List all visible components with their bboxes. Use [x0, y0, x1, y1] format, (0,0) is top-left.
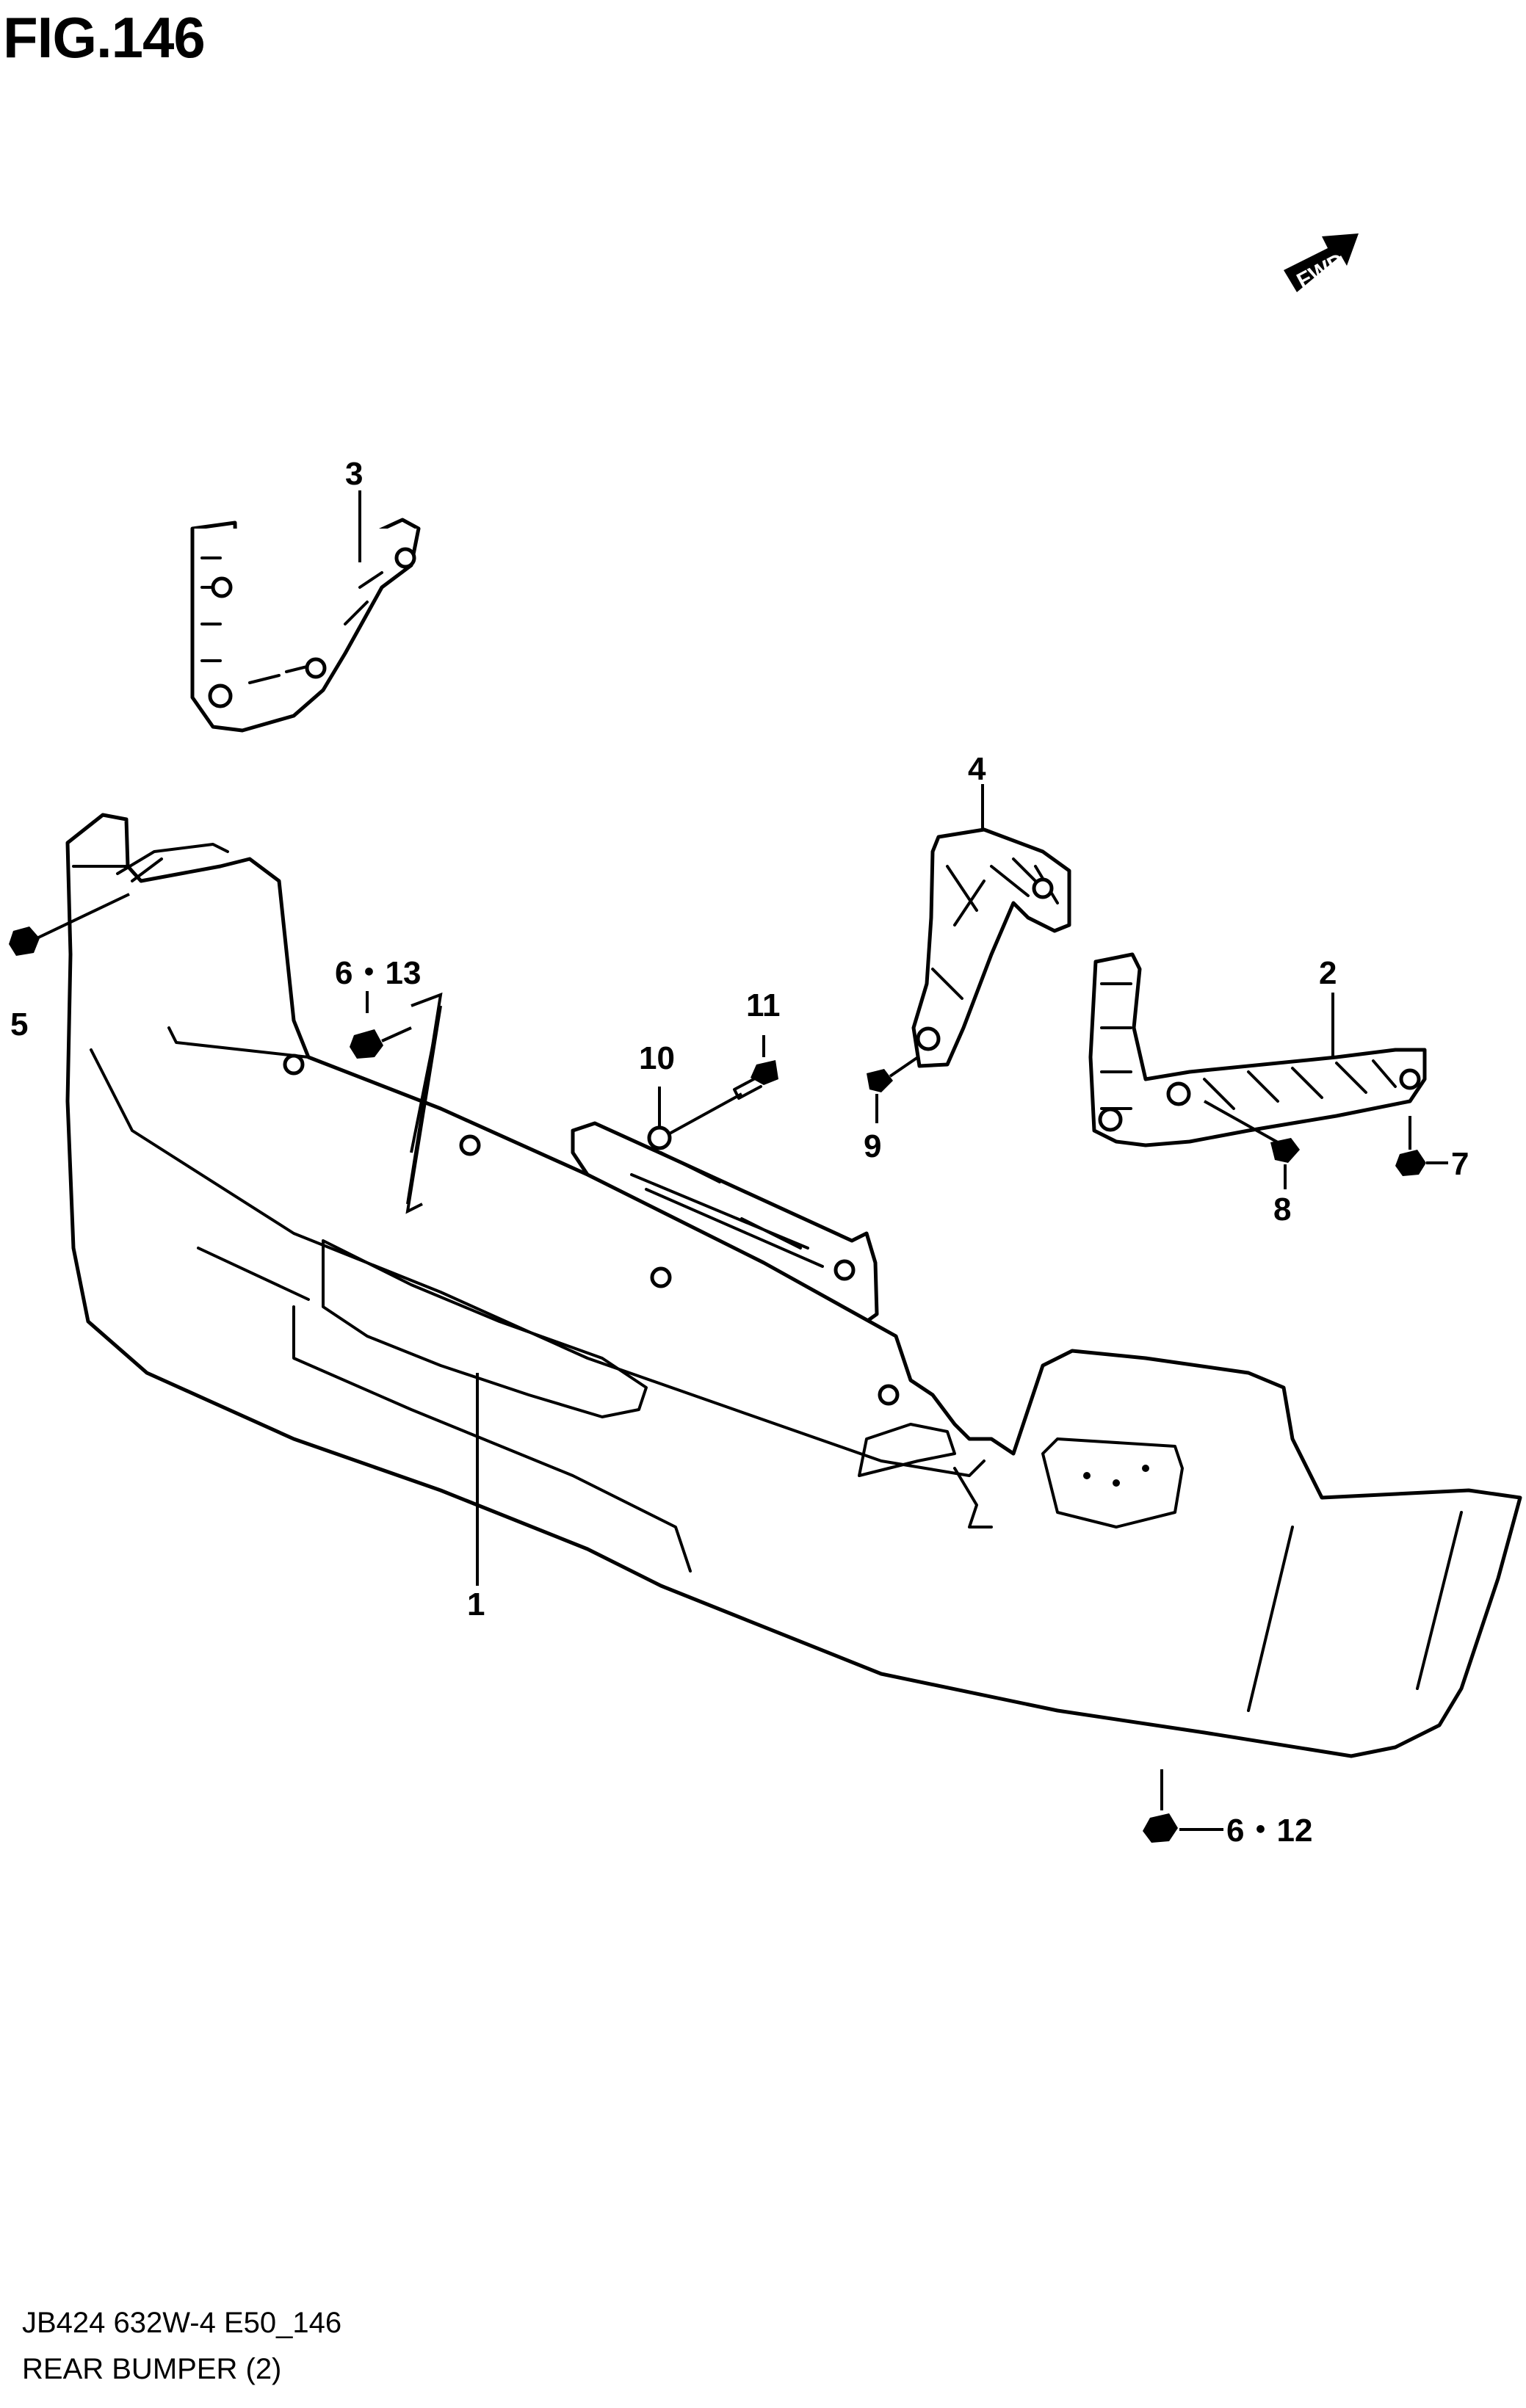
part-4-bracket — [911, 827, 1071, 1068]
fastener-11-screw-icon — [733, 1035, 778, 1100]
figure-title: FIG.146 — [3, 5, 206, 70]
fastener-8-clip-icon — [1204, 1100, 1300, 1189]
callout-8: 8 — [1273, 1192, 1291, 1227]
fastener-6-12-bolt-icon — [1143, 1769, 1223, 1843]
fastener-7-bolt-icon — [1395, 1116, 1448, 1176]
callout-7: 7 — [1451, 1146, 1469, 1182]
callout-6-12: 6・12 — [1226, 1813, 1312, 1849]
part-1-rear-bumper — [65, 813, 1522, 1758]
fastener-5-screw-icon — [9, 893, 130, 956]
leader-lines — [358, 490, 1334, 1586]
figure-code: JB424 632W-4 E50_146 — [22, 2307, 342, 2339]
callout-10: 10 — [639, 1040, 675, 1076]
part-10-strip — [571, 1121, 879, 1324]
fastener-10-leader — [658, 1087, 742, 1136]
callout-9: 9 — [864, 1128, 881, 1164]
callout-11: 11 — [746, 987, 781, 1023]
fwd-arrow-icon: FWD — [1284, 233, 1359, 294]
callout-3: 3 — [345, 456, 363, 492]
callout-labels: 3 4 2 5 6・13 11 10 9 8 7 1 6・12 — [10, 456, 1469, 1849]
part-3-bracket — [190, 518, 421, 733]
callout-2: 2 — [1319, 955, 1337, 991]
fastener-6-13-bolt-icon — [350, 991, 412, 1059]
callout-6-13: 6・13 — [335, 955, 421, 991]
fastener-9-clip-icon — [867, 1056, 919, 1123]
callout-5: 5 — [10, 1007, 28, 1042]
callout-1: 1 — [467, 1586, 485, 1622]
figure-name: REAR BUMPER (2) — [22, 2353, 282, 2385]
callout-4: 4 — [968, 751, 986, 787]
part-2-bracket — [1088, 952, 1427, 1147]
